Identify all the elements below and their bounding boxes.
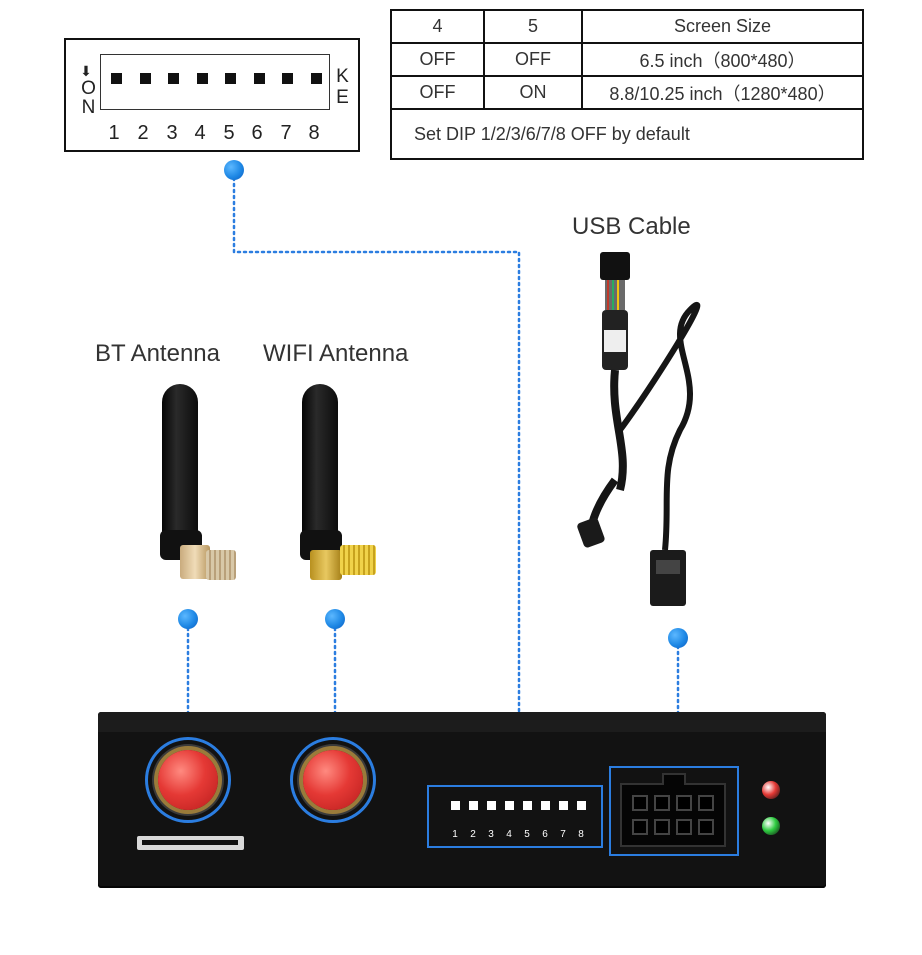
connector-pin xyxy=(632,819,648,835)
table-cell: OFF xyxy=(390,42,485,77)
device-dip-number: 3 xyxy=(488,829,494,840)
bt-antenna-label: BT Antenna xyxy=(95,340,220,367)
table-cell: OFF xyxy=(483,42,583,77)
wifi-antenna-port xyxy=(303,750,363,810)
dip-switch-6 xyxy=(254,73,265,84)
bt-antenna-thread xyxy=(206,550,236,580)
wifi-antenna-label: WIFI Antenna xyxy=(263,340,409,367)
wifi-antenna-image xyxy=(290,380,390,590)
dip-switch-2 xyxy=(140,73,151,84)
device-dip-number: 6 xyxy=(542,829,548,840)
dip-on-label: ⬇ ON xyxy=(78,63,99,116)
table-header-cell: Screen Size xyxy=(581,9,864,44)
table-row: OFF OFF 6.5 inch（800*480） xyxy=(390,42,864,77)
device-dip-number: 8 xyxy=(578,829,584,840)
dip-switch-5 xyxy=(225,73,236,84)
dip-switch-7 xyxy=(282,73,293,84)
wifi-pointer-dot xyxy=(325,609,345,629)
bt-port-highlight-ring xyxy=(145,737,231,823)
dip-switch-legend: ⬇ ON KE 1 2 3 4 5 6 7 8 xyxy=(64,38,360,152)
device-dip-number: 7 xyxy=(560,829,566,840)
wifi-antenna-thread xyxy=(340,545,376,575)
device-dip-switch-highlight: 1 2 3 4 5 6 7 8 xyxy=(427,785,603,848)
red-led-indicator xyxy=(762,781,780,799)
table-note-row: Set DIP 1/2/3/6/7/8 OFF by default xyxy=(390,108,864,160)
dip-number: 6 xyxy=(251,122,263,144)
table-cell: 8.8/10.25 inch（1280*480） xyxy=(581,75,864,110)
connector-pin xyxy=(654,819,670,835)
table-header-cell: 5 xyxy=(483,9,583,44)
dip-switch-4 xyxy=(197,73,208,84)
dip-number: 7 xyxy=(280,122,292,144)
dip-number: 2 xyxy=(137,122,149,144)
device-dip-switch xyxy=(559,801,568,810)
down-arrow-icon: ⬇ xyxy=(80,63,92,79)
usb-cable-image xyxy=(577,252,701,606)
on-text: ON xyxy=(78,78,99,116)
device-dip-number: 2 xyxy=(470,829,476,840)
device-dip-switch xyxy=(487,801,496,810)
dip-number: 1 xyxy=(108,122,120,144)
bt-pointer-dot xyxy=(178,609,198,629)
device-top-edge xyxy=(98,712,826,732)
power-connector-highlight xyxy=(609,766,739,856)
screen-size-table: 4 5 Screen Size OFF OFF 6.5 inch（800*480… xyxy=(390,9,864,160)
dip-switch-8 xyxy=(311,73,322,84)
wifi-antenna-connector xyxy=(310,550,342,580)
dip-connector-line xyxy=(232,170,521,784)
bt-antenna-whip xyxy=(162,384,198,544)
connector-pin xyxy=(676,795,692,811)
connector-pin xyxy=(654,795,670,811)
dip-switch-1 xyxy=(111,73,122,84)
connector-pin xyxy=(676,819,692,835)
power-connector xyxy=(620,773,726,847)
dip-switch-frame xyxy=(100,54,330,110)
dip-number: 4 xyxy=(194,122,206,144)
table-header-cell: 4 xyxy=(390,9,485,44)
table-cell: ON xyxy=(483,75,583,110)
connector-pin xyxy=(698,795,714,811)
table-header-row: 4 5 Screen Size xyxy=(390,9,864,44)
device-dip-switch xyxy=(523,801,532,810)
table-note: Set DIP 1/2/3/6/7/8 OFF by default xyxy=(390,108,864,160)
table-cell: 6.5 inch（800*480） xyxy=(581,42,864,77)
bt-antenna-connector xyxy=(180,545,210,579)
bt-antenna-port xyxy=(158,750,218,810)
connector-pin xyxy=(632,795,648,811)
usb-pointer-dot xyxy=(668,628,688,648)
wifi-antenna-whip xyxy=(302,384,338,544)
table-cell: OFF xyxy=(390,75,485,110)
wifi-port-highlight-ring xyxy=(290,737,376,823)
dip-ke-label: KE xyxy=(332,66,353,108)
green-led-indicator xyxy=(762,817,780,835)
device-dip-switch xyxy=(505,801,514,810)
dip-pointer-dot xyxy=(224,160,244,180)
dip-number: 8 xyxy=(308,122,320,144)
device-dip-switch xyxy=(469,801,478,810)
connector-latch xyxy=(662,773,686,785)
device-dip-number: 5 xyxy=(524,829,530,840)
device-dip-number: 4 xyxy=(506,829,512,840)
dip-number: 3 xyxy=(166,122,178,144)
dip-number: 5 xyxy=(223,122,235,144)
device-dip-switch xyxy=(577,801,586,810)
device-dip-number: 1 xyxy=(452,829,458,840)
connector-pin xyxy=(698,819,714,835)
usb-cable-label: USB Cable xyxy=(572,213,691,240)
dip-switch-3 xyxy=(168,73,179,84)
sd-card-slot-opening xyxy=(142,840,238,845)
device-dip-switch xyxy=(541,801,550,810)
bt-antenna-image xyxy=(150,380,250,590)
table-row: OFF ON 8.8/10.25 inch（1280*480） xyxy=(390,75,864,110)
device-dip-switch xyxy=(451,801,460,810)
